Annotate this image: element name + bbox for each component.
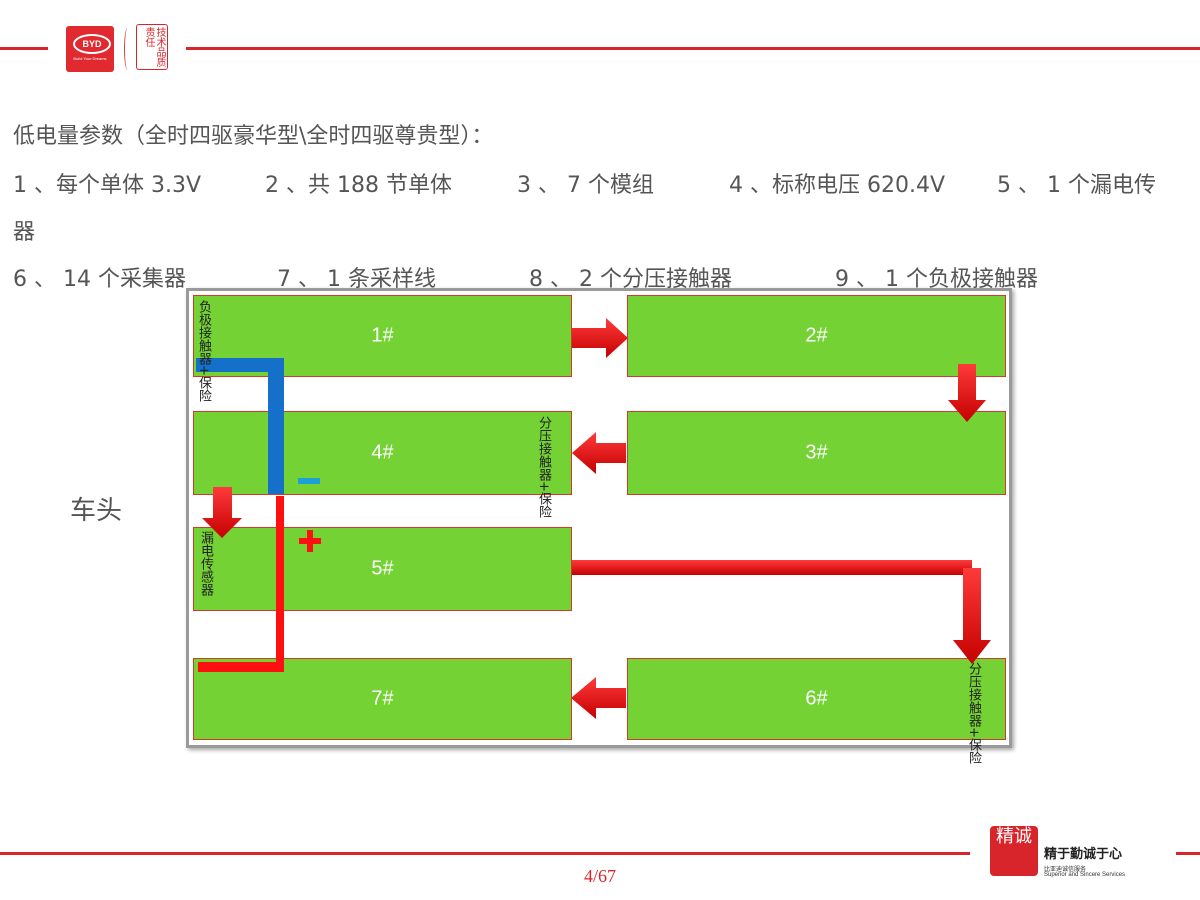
module-label: 5#	[371, 557, 394, 580]
divider-contactor-label-2: 分压接触器+保险	[966, 662, 981, 764]
negative-wire	[196, 358, 284, 494]
params-line1-wrap: 器	[13, 220, 36, 245]
footer-slogan: 精于勤诚于心	[1044, 847, 1123, 862]
module-6: 6#	[627, 658, 1006, 740]
module-label: 6#	[805, 687, 828, 710]
byd-logo-text: BYD	[73, 34, 111, 54]
param-item: 3 、 7 个模组	[517, 173, 654, 198]
byd-logo-tagline: Build Your Dreams	[73, 56, 107, 61]
params-title: 低电量参数（全时四驱豪华型\全时四驱尊贵型）：	[13, 124, 494, 149]
param-item: 8 、 2 个分压接触器	[529, 267, 732, 292]
arrow-5-to-6-head	[953, 568, 991, 664]
minus-sign-mark	[298, 478, 320, 484]
header-rule-left	[0, 47, 48, 50]
module-3: 3#	[627, 411, 1006, 495]
arrow-2-to-3	[948, 364, 986, 422]
param-item: 7 、 1 条采样线	[277, 267, 436, 292]
footer-slogan-sub-cn: 比亚迪诚信服务	[1044, 866, 1087, 873]
module-label: 3#	[805, 441, 828, 464]
arrow-5-to-6	[572, 560, 972, 575]
module-label: 7#	[371, 687, 394, 710]
module-label: 1#	[371, 324, 394, 347]
param-item: 6 、 14 个采集器	[13, 267, 186, 292]
header-separator	[124, 28, 131, 70]
page-number: 4/67	[583, 866, 616, 886]
arrow-1-to-2	[572, 318, 628, 358]
param-item: 5 、 1 个漏电传	[997, 173, 1156, 198]
module-label: 4#	[371, 441, 394, 464]
footer-rule-left	[0, 852, 970, 855]
divider-contactor-label-1: 分压接触器+保险	[536, 416, 551, 518]
quality-seal: 技术品质责任	[136, 24, 168, 70]
header-rule-right	[186, 47, 1200, 50]
param-item: 1 、每个单体 3.3V	[13, 173, 202, 198]
param-item: 9 、 1 个负极接触器	[835, 267, 1038, 292]
leak-sensor-label: 漏电传感器	[198, 531, 213, 596]
byd-logo: BYD Build Your Dreams	[66, 26, 114, 72]
module-4: 4#	[193, 411, 572, 495]
jingcheng-mark: 精诚	[990, 826, 1038, 876]
param-item: 4 、标称电压 620.4V	[729, 173, 946, 198]
arrow-6-to-7	[571, 677, 626, 719]
vehicle-front-label: 车头	[70, 496, 123, 526]
module-label: 2#	[805, 324, 828, 347]
module-2: 2#	[627, 295, 1006, 377]
param-item: 2 、共 188 节单体	[265, 173, 452, 198]
arrow-4-to-5	[202, 487, 242, 538]
footer-slogan-sub-en: Superior and Sincere Services	[1044, 872, 1126, 878]
footer-rule-right	[1176, 852, 1200, 855]
module-5: 5#	[193, 527, 572, 611]
plus-sign-mark-v	[307, 530, 313, 552]
neg-contactor-label: 负极接触器+保险	[196, 300, 211, 402]
arrow-3-to-4	[572, 432, 626, 474]
